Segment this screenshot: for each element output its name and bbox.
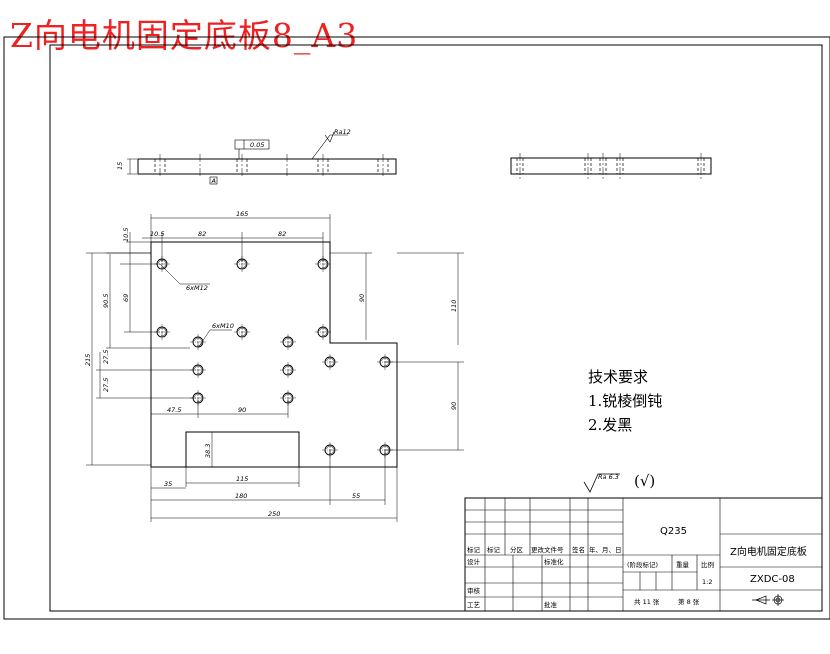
dim-27-5-b: 27.5 [102, 378, 110, 392]
dimension-lines [86, 214, 464, 522]
dim-180: 180 [235, 492, 247, 500]
dim-250: 250 [268, 510, 280, 518]
requirement-1: 1.锐棱倒钝 [588, 392, 662, 410]
lbl-approve: 批准 [544, 600, 558, 609]
hole-6 [315, 324, 331, 340]
dim-110: 110 [450, 300, 458, 312]
dim-69: 69 [122, 294, 130, 302]
hdr-docno: 更改文件号 [531, 545, 564, 554]
roughness-check: (√) [634, 472, 655, 490]
side-view-left [127, 131, 397, 185]
flatness-value: 0.05 [250, 141, 264, 149]
dim-82-b: 82 [278, 230, 286, 238]
callout-6xm10: 6xM10 [212, 322, 234, 330]
callout-6xm12: 6xM12 [186, 284, 208, 292]
lbl-scale: 比例 [701, 560, 714, 569]
drawing-number: ZXDC-08 [750, 574, 795, 585]
hdr-signature: 签名 [572, 545, 585, 554]
sheet-number: 第 8 张 [678, 597, 700, 606]
scale-value: 1:2 [702, 578, 712, 586]
requirements-heading: 技术要求 [588, 368, 648, 386]
roughness-general: Ra 6.3 [598, 473, 619, 481]
stage-mark: (阶段标记) [627, 560, 658, 569]
dim-38-3: 38.3 [204, 444, 212, 458]
lbl-design: 设计 [467, 557, 481, 566]
dim-27-5-a: 27.5 [102, 350, 110, 364]
dim-215: 215 [84, 354, 92, 366]
plan-view-outline [150, 241, 398, 468]
part-name: Z向电机固定底板 [730, 545, 807, 558]
lbl-process: 工艺 [467, 601, 481, 609]
lbl-review: 审核 [467, 586, 481, 595]
roughness-side: Ra12 [334, 128, 351, 136]
roughness-symbol [583, 473, 620, 493]
hole-13 [322, 354, 338, 370]
dim-165: 165 [236, 210, 248, 218]
lbl-standardize: 标准化 [544, 557, 564, 566]
lbl-weight: 重量 [676, 561, 690, 569]
hole-8 [280, 334, 296, 350]
dim-90-5: 90.5 [102, 294, 110, 308]
side-view-right [510, 153, 712, 179]
dim-90-right: 90 [358, 294, 366, 302]
dim-10-5-h: 10.5 [150, 230, 164, 238]
material: Q235 [660, 526, 687, 537]
title-block-grid [464, 497, 823, 612]
projection-symbol-icon [752, 594, 784, 606]
hole-10 [280, 362, 296, 378]
sheet-total: 共 11 张 [634, 597, 660, 606]
hole-5 [234, 324, 250, 340]
requirement-2: 2.发黑 [588, 416, 632, 434]
dim-90-lower: 90 [450, 402, 458, 410]
hdr-zone: 分区 [510, 545, 524, 554]
dim-15: 15 [116, 162, 124, 170]
hdr-date: 年、月、日 [589, 545, 622, 554]
hdr-count: 标记 [487, 545, 501, 554]
outer-border [3, 36, 830, 620]
dim-35: 35 [164, 480, 172, 488]
hdr-mark: 标记 [467, 545, 481, 554]
dim-115: 115 [236, 475, 248, 483]
datum-a: A [211, 177, 216, 185]
dim-90-mid: 90 [238, 406, 246, 414]
dim-10-5-v: 10.5 [122, 228, 130, 242]
hole-7 [190, 334, 206, 350]
dim-55: 55 [352, 492, 360, 500]
inner-border [49, 44, 823, 612]
dim-82-a: 82 [198, 230, 206, 238]
drawing-title: Z向电机固定底板8_A3 [10, 16, 359, 55]
dim-47-5: 47.5 [167, 406, 181, 414]
